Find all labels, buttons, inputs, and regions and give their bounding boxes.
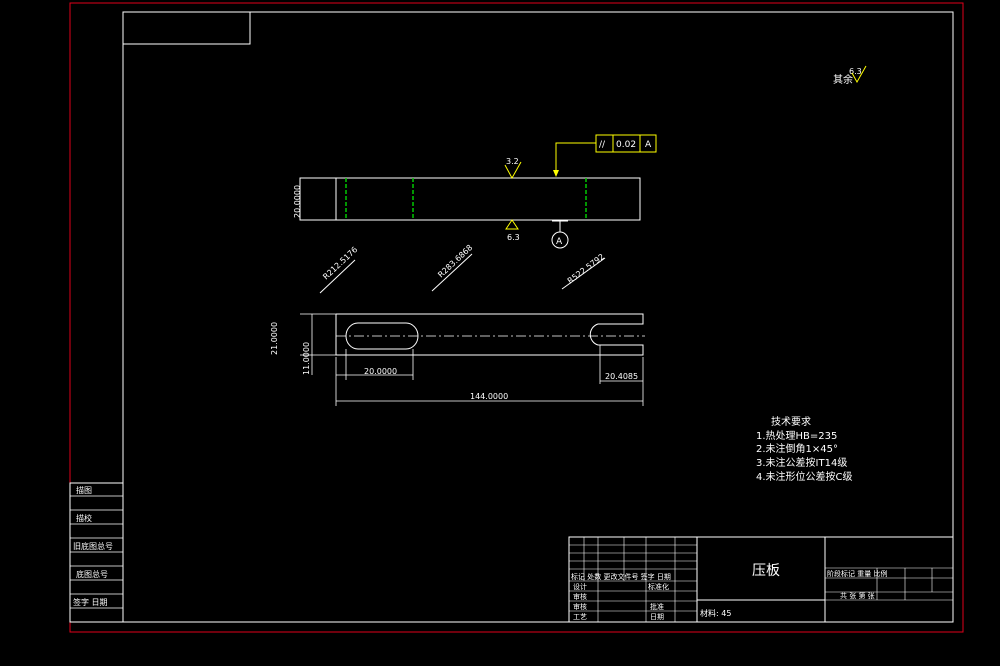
approve-label: 审核 (573, 602, 587, 611)
roughness-other-symbol: 其余 6.3 (833, 65, 867, 86)
height-21-dimension: 21.0000 (270, 322, 279, 355)
slot (345, 322, 419, 350)
side-table-cell-3: 旧底图总号 (73, 541, 113, 551)
material: 材料: 45 (700, 608, 731, 618)
front-view: 20.0000 3.2 6.3 // 0.02 A A (293, 134, 657, 249)
title-block: 标记 处数 更改文件号 签字 日期 设计 标准化 审核 审核 批准 工艺 日期 … (568, 536, 954, 623)
tech-line-3: 3.未注公差按IT14级 (756, 456, 847, 469)
tolerance-leader (555, 142, 596, 176)
open-slot (589, 323, 610, 346)
standard-label: 标准化 (648, 582, 669, 591)
top-view-outline (336, 313, 644, 325)
roughness-other-mark (851, 65, 867, 84)
tech-line-2: 2.未注倒角1×45° (756, 442, 838, 455)
height-11-dimension: 11.0000 (302, 342, 311, 375)
tolerance-symbol: // (599, 140, 606, 150)
side-table-cell-2: 描校 (76, 513, 92, 523)
roughness-bottom-mark (505, 219, 519, 230)
technical-requirements: 技术要求 1.热处理HB=235 2.未注倒角1×45° 3.未注公差按IT14… (756, 415, 853, 483)
datum-label: A (556, 237, 563, 247)
roughness-top-mark (504, 161, 522, 180)
code-box (122, 11, 251, 45)
side-table-cell-4: 底图总号 (76, 569, 108, 579)
front-view-body (299, 177, 641, 221)
tolerance-value: 0.02 (616, 140, 636, 150)
date-label: 日期 (650, 613, 664, 621)
design-label: 设计 (573, 582, 587, 591)
top-view: 21.0000 11.0000 20.0000 20.4085 144.0000 (270, 313, 645, 406)
tech-line-4: 4.未注形位公差按C级 (756, 470, 853, 483)
tolerance-datum: A (645, 140, 652, 150)
revision-header: 标记 处数 更改文件号 签字 日期 (571, 572, 671, 581)
slot-length-dimension: 20.0000 (364, 367, 397, 376)
total-length-dimension: 144.0000 (470, 392, 508, 401)
tech-title: 技术要求 (771, 415, 811, 428)
roughness-bottom-symbol: 6.3 (505, 219, 520, 242)
top-view-outline-lower (335, 314, 644, 356)
thickness-dimension: 20.0000 (293, 185, 302, 218)
roughness-top-value: 3.2 (506, 157, 519, 166)
slot-end-dimension: 20.4085 (605, 372, 638, 381)
outer-frame (69, 2, 964, 633)
side-table-cell-1: 描图 (76, 485, 92, 495)
approval-label: 批准 (650, 602, 664, 611)
tolerance-arrow (553, 170, 559, 177)
roughness-other-value: 6.3 (849, 67, 862, 76)
roughness-top-symbol: 3.2 (504, 157, 522, 180)
inner-border (122, 11, 954, 623)
roughness-other-label: 其余 (833, 73, 853, 86)
side-table-cell-5: 签字 日期 (73, 597, 108, 607)
tech-line-1: 1.热处理HB=235 (756, 429, 837, 442)
datum-symbol: A (551, 220, 569, 249)
check-label: 审核 (573, 592, 587, 601)
sheet-label: 共 张 第 张 (840, 591, 875, 600)
stage-header: 阶段标记 重量 比例 (827, 569, 887, 578)
drawing-title: 压板 (752, 563, 780, 579)
craft-label: 工艺 (573, 613, 587, 621)
tolerance-frame: // 0.02 A (595, 134, 657, 153)
roughness-bottom-value: 6.3 (507, 233, 520, 242)
side-table: 描图 描校 旧底图总号 底图总号 签字 日期 (69, 482, 124, 623)
